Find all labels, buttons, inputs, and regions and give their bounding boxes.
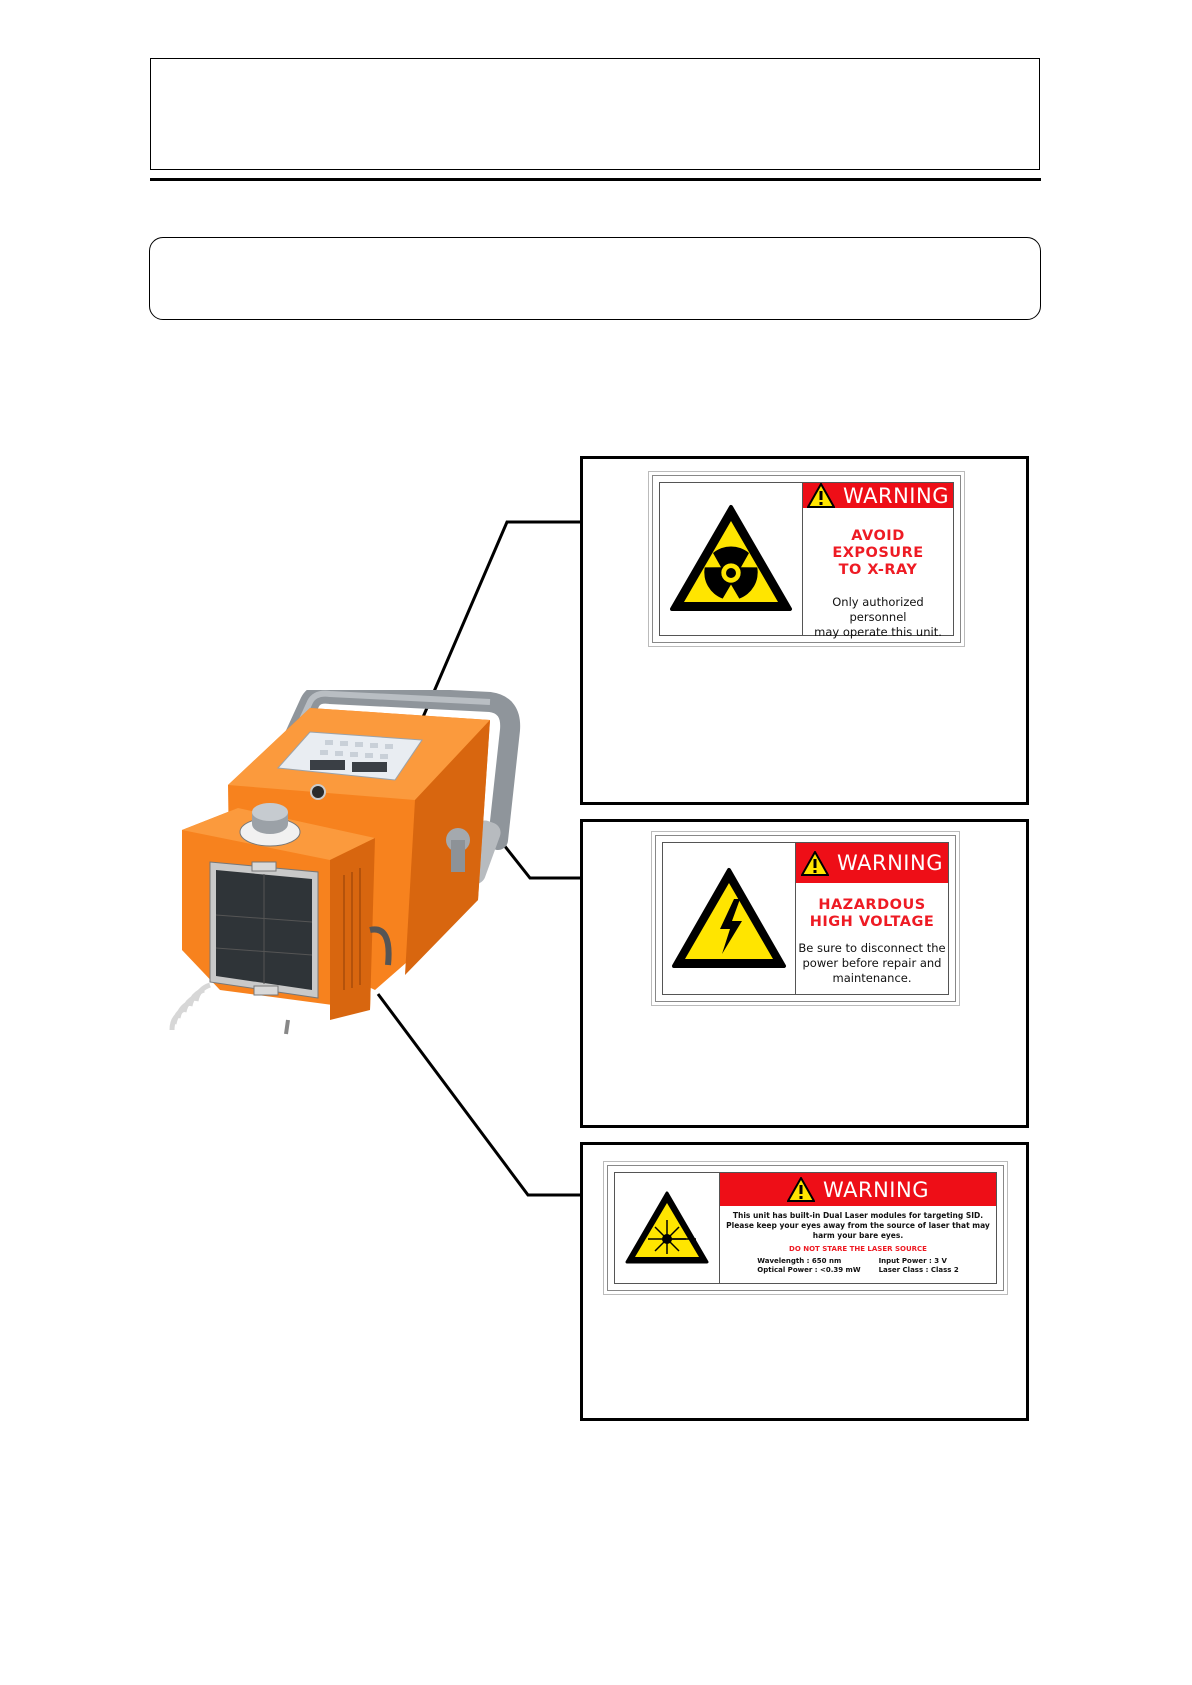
hazard-line: HIGH VOLTAGE	[809, 914, 935, 930]
exclamation-triangle-icon	[807, 483, 836, 508]
hazard-statement: HAZARDOUS HIGH VOLTAGE	[796, 897, 948, 931]
laser-warning-label: WARNING This unit has built-in Dual Lase…	[607, 1165, 1004, 1291]
instruction-text: Only authorized personnel may operate th…	[803, 595, 953, 640]
coiled-cable	[169, 982, 211, 1031]
laser-starburst-icon	[615, 1173, 720, 1283]
spec-optical-power: Optical Power : <0.39 mW	[757, 1266, 861, 1274]
callout-laser: WARNING This unit has built-in Dual Lase…	[580, 1142, 1029, 1421]
hazard-line: TO X-RAY	[838, 562, 918, 578]
instruction-line: This unit has built-in Dual Laser module…	[732, 1211, 984, 1220]
warning-band: WARNING	[720, 1173, 996, 1206]
exclamation-triangle-icon	[801, 850, 830, 876]
spec-wavelength: Wavelength : 650 nm	[757, 1257, 842, 1265]
xray-warning-label: WARNING AVOID EXPOSURE TO X-RAY Only aut…	[652, 475, 961, 643]
header-rule	[150, 178, 1041, 181]
instruction-text: Be sure to disconnect the power before r…	[796, 941, 948, 986]
high-voltage-warning-label: WARNING HAZARDOUS HIGH VOLTAGE Be sure t…	[655, 835, 956, 1002]
callout-xray: WARNING AVOID EXPOSURE TO X-RAY Only aut…	[580, 456, 1029, 805]
laser-specifications: Wavelength : 650 nm Input Power : 3 V Op…	[720, 1257, 996, 1275]
section-title-box	[149, 237, 1041, 320]
signal-word: WARNING	[843, 483, 949, 508]
instruction-line: power before repair and	[802, 956, 942, 970]
warning-band: WARNING	[803, 483, 953, 508]
instruction-line: may operate this unit.	[814, 625, 942, 639]
signal-word: WARNING	[823, 1177, 929, 1202]
radiation-trefoil-icon	[660, 483, 803, 635]
lightning-bolt-icon	[663, 843, 796, 994]
portable-xray-unit-image	[169, 690, 521, 1035]
instruction-line: Only authorized personnel	[832, 595, 924, 624]
header-box	[150, 58, 1040, 170]
hazard-line: AVOID EXPOSURE	[832, 528, 924, 561]
signal-word: WARNING	[837, 851, 943, 875]
spec-laser-class: Laser Class : Class 2	[878, 1266, 959, 1274]
instruction-line: Please keep your eyes away from the sour…	[726, 1221, 990, 1230]
hazard-statement: AVOID EXPOSURE TO X-RAY	[803, 528, 953, 579]
caution-text: DO NOT STARE THE LASER SOURCE	[789, 1245, 927, 1253]
warning-band: WARNING	[796, 843, 948, 883]
callout-high-voltage: WARNING HAZARDOUS HIGH VOLTAGE Be sure t…	[580, 819, 1029, 1128]
hazard-line: HAZARDOUS	[818, 897, 926, 913]
instruction-line: maintenance.	[832, 971, 912, 985]
instruction-line: harm your bare eyes.	[812, 1231, 904, 1240]
instruction-text: This unit has built-in Dual Laser module…	[720, 1211, 996, 1241]
instruction-line: Be sure to disconnect the	[798, 941, 946, 955]
exclamation-triangle-icon	[787, 1177, 816, 1202]
spec-input-power: Input Power : 3 V	[878, 1257, 947, 1265]
